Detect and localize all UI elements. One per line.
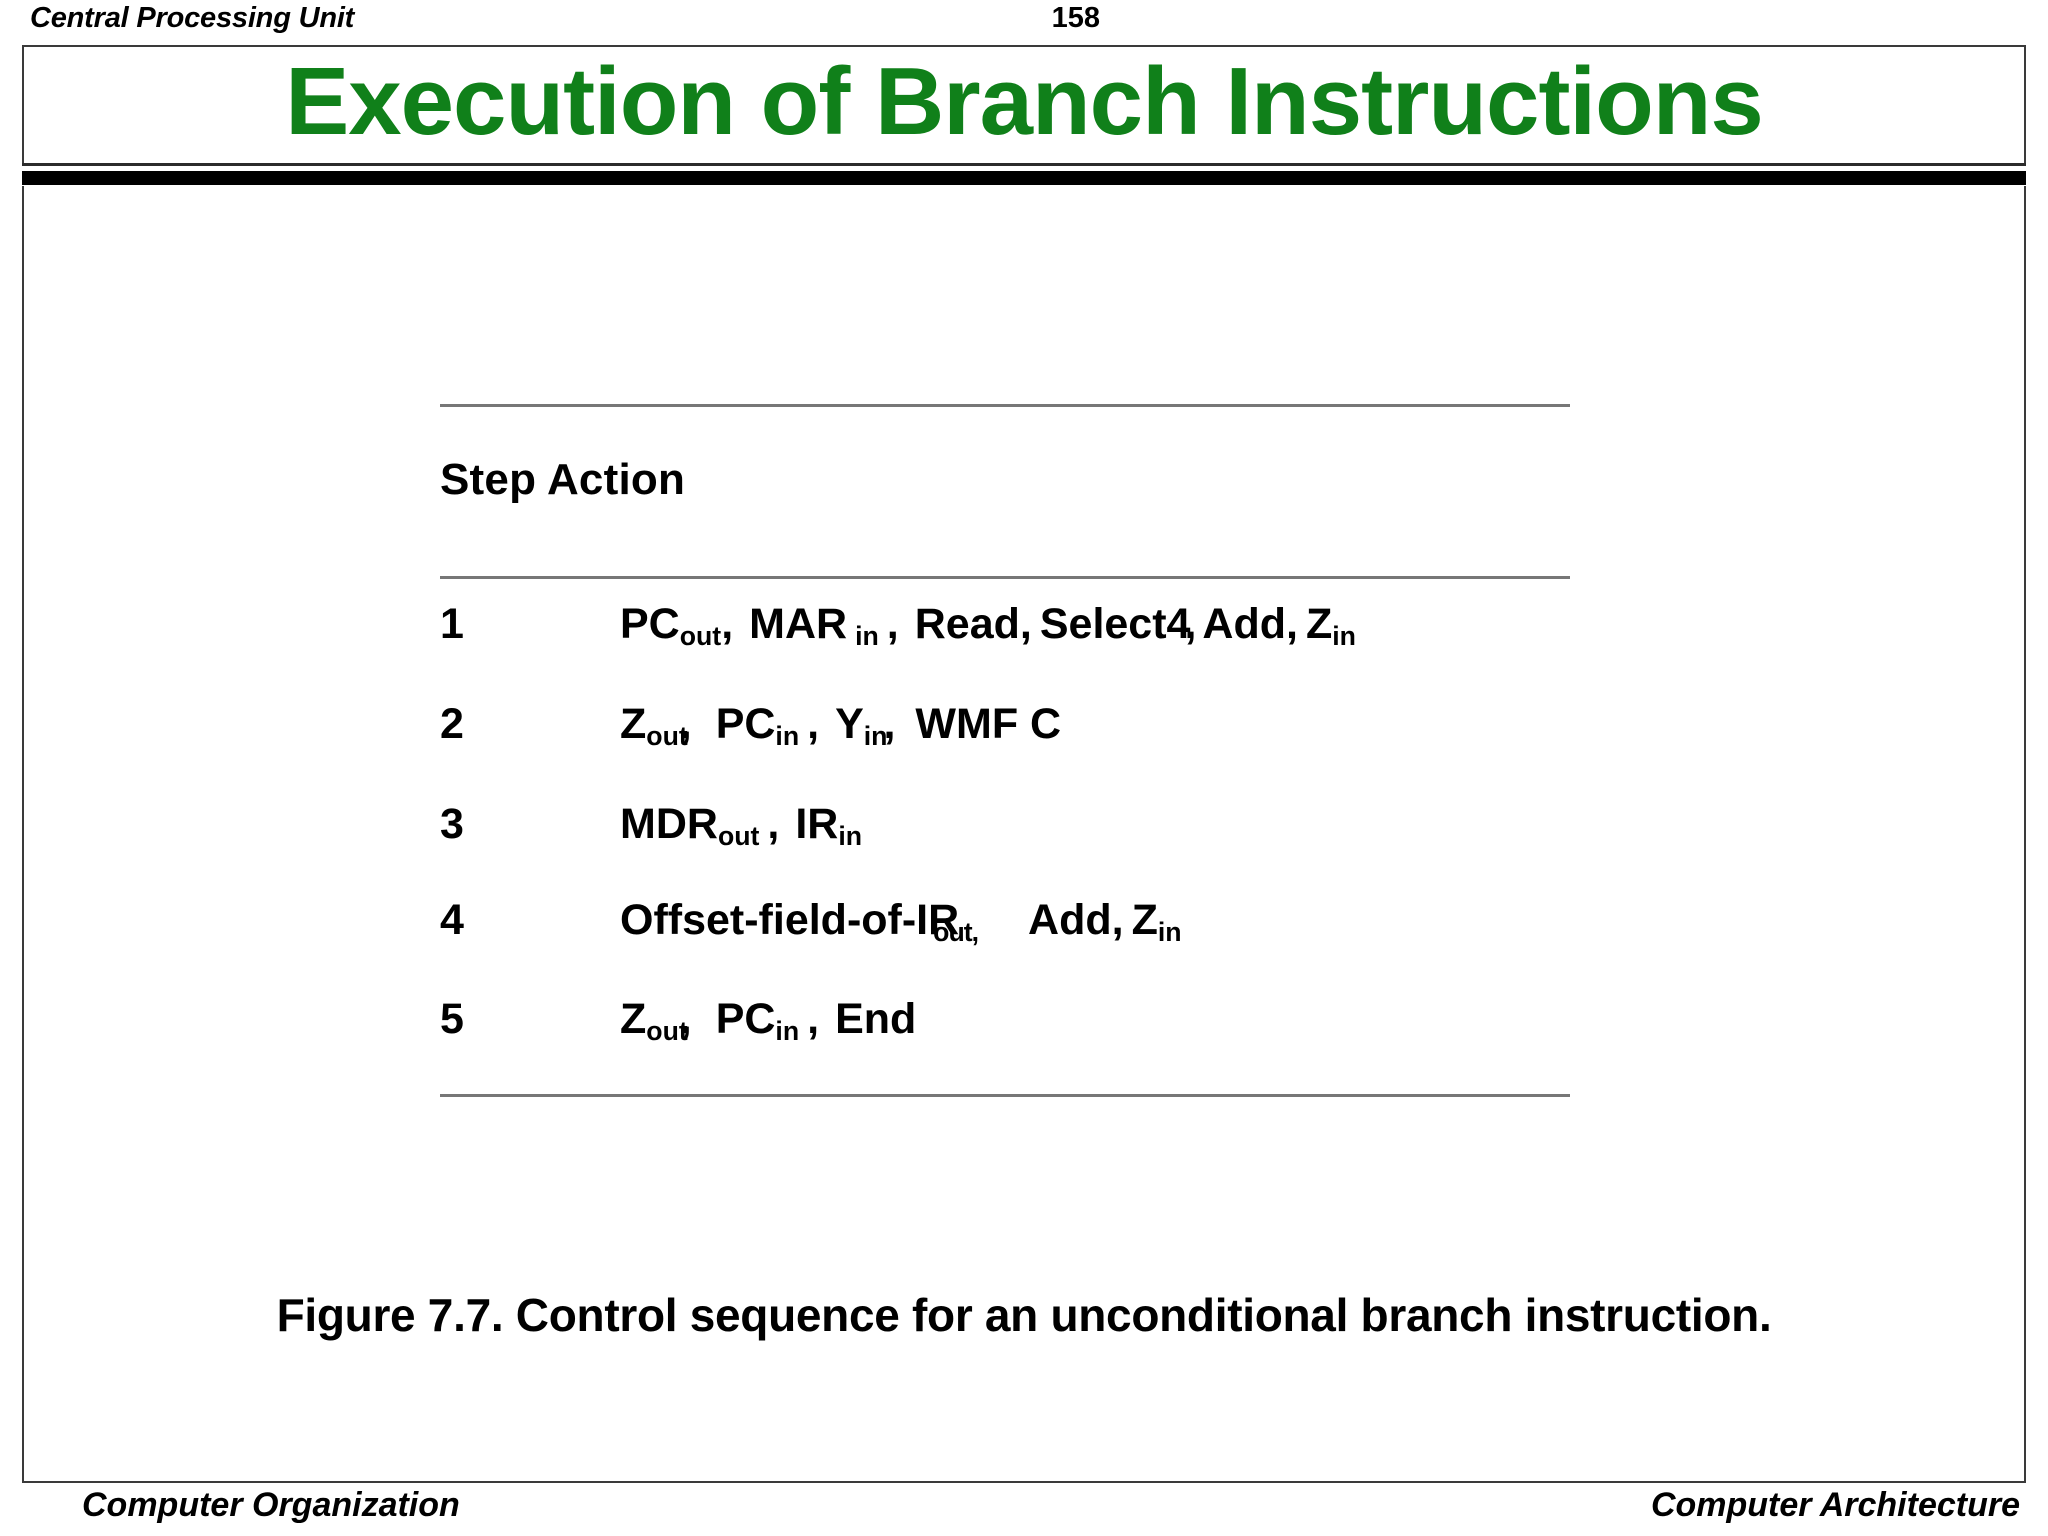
footer-right-label: Computer Architecture	[1650, 1486, 2020, 1524]
table-rule-middle	[440, 576, 1570, 579]
step-number: 1	[440, 600, 464, 648]
title-rule-thin	[22, 163, 2026, 166]
table-rule-bottom	[440, 1094, 1570, 1097]
step-action: Zout,PCin,Yin,WMF C	[620, 700, 1062, 751]
step-number: 4	[440, 896, 464, 944]
title-band	[22, 45, 2026, 165]
header-section-label: Central Processing Unit	[30, 2, 355, 34]
table-row: 5 Zout,PCin,End	[440, 995, 1620, 1061]
step-number: 2	[440, 700, 464, 748]
table-row: 2 Zout,PCin,Yin,WMF C	[440, 700, 1620, 766]
title-rule-thick	[22, 171, 2026, 185]
step-number: 3	[440, 800, 464, 848]
footer-left-label: Computer Organization	[82, 1486, 460, 1524]
slide-body-frame	[22, 186, 2026, 1483]
table-row: 4 Offset-field-of-IRout,Add,Zin	[440, 896, 1620, 962]
table-column-headers: Step Action	[440, 455, 686, 504]
step-action: MDRout,IRin	[620, 800, 863, 851]
table-row: 3 MDRout,IRin	[440, 800, 1620, 866]
page-number: 158	[1051, 2, 1100, 34]
step-action: Offset-field-of-IRout,Add,Zin	[620, 896, 1182, 947]
step-action: Zout,PCin,End	[620, 995, 917, 1046]
table-rule-top	[440, 404, 1570, 407]
step-number: 5	[440, 995, 464, 1043]
page-title: Execution of Branch Instructions	[285, 48, 1764, 155]
figure-caption: Figure 7.7. Control sequence for an unco…	[276, 1289, 1772, 1341]
slide-header: Central Processing Unit 158	[0, 0, 2048, 48]
